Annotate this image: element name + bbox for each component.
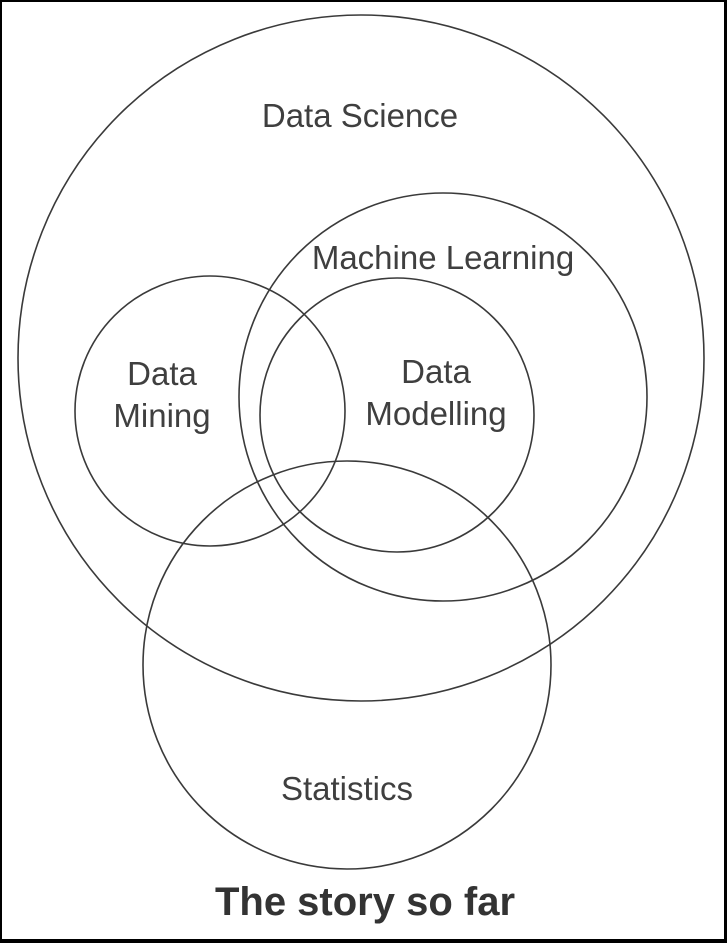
data-science-label: Data Science xyxy=(262,97,458,134)
data-science-circle xyxy=(17,14,705,702)
machine-learning-label: Machine Learning xyxy=(312,239,574,276)
data-modelling-label-line1: Data xyxy=(401,353,471,390)
data-modelling-label-line2: Modelling xyxy=(365,395,506,432)
statistics-circle xyxy=(142,460,552,870)
data-modelling-circle xyxy=(259,277,535,553)
statistics-label: Statistics xyxy=(281,770,413,807)
data-mining-label-line1: Data xyxy=(127,355,197,392)
data-mining-circle xyxy=(74,275,346,547)
machine-learning-circle xyxy=(238,192,648,602)
figure-caption: The story so far xyxy=(215,880,515,924)
data-mining-label-line2: Mining xyxy=(113,397,210,434)
